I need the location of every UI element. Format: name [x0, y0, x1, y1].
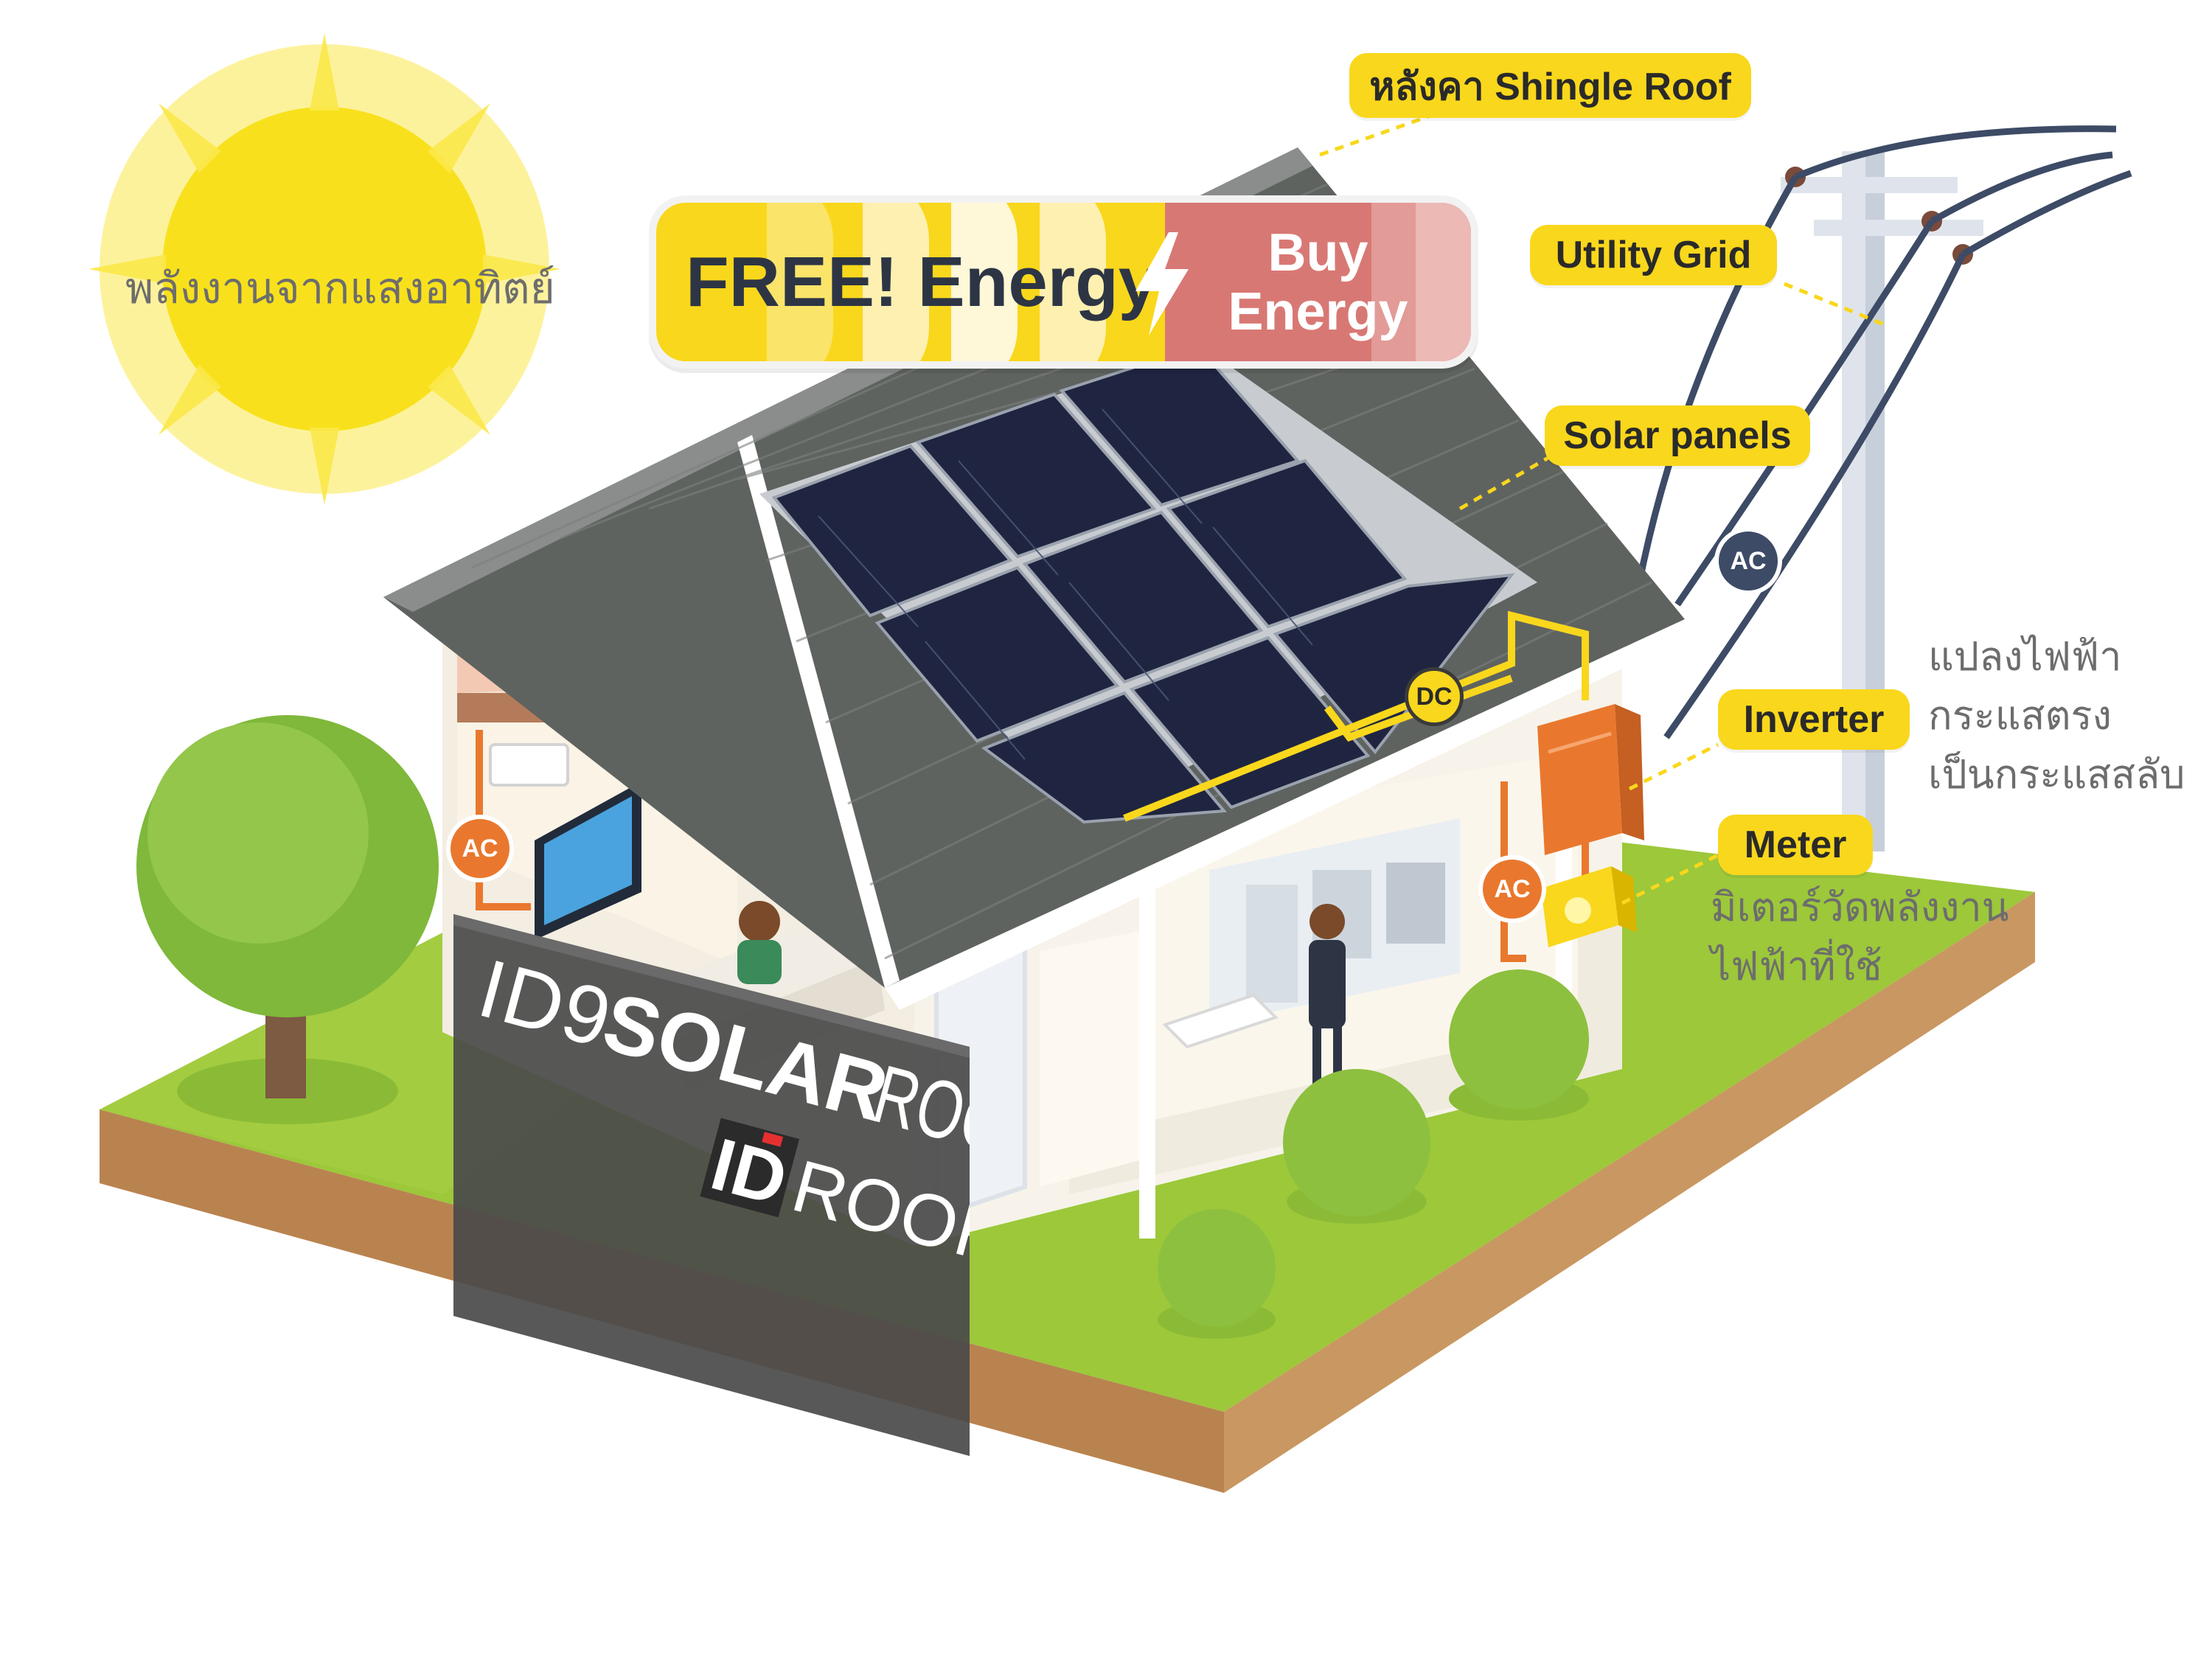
solar-panel-array — [759, 344, 1537, 824]
shrubs — [1158, 969, 1589, 1339]
free-energy-label: FREE! Energy — [686, 242, 1158, 321]
solar-panel — [874, 565, 1120, 743]
solar-panel — [1273, 573, 1515, 755]
buy-energy-label: Buy Energy — [1165, 203, 1471, 361]
ac-badge-kitchen: AC — [1478, 855, 1546, 923]
solar-panel — [1129, 635, 1371, 809]
inverter-note-line: เป็นกระแสสลับ — [1928, 751, 2185, 798]
leader-lines — [1319, 108, 1885, 905]
solar-panel — [915, 392, 1157, 559]
ac-badge-grid: AC — [1714, 527, 1782, 595]
brand-signboard: ID9 SOLAR ROOF ID ROOF — [453, 914, 970, 1456]
meter-box — [1541, 866, 1637, 947]
buy-energy-section: Buy Energy — [1165, 203, 1471, 361]
banner-stripe — [1416, 203, 1471, 361]
banner-stripe — [1040, 203, 1106, 361]
inverter-box — [1537, 704, 1644, 855]
inverter-label: Inverter — [1718, 689, 1910, 750]
free-energy-section: FREE! Energy — [656, 203, 1172, 361]
solar-panel — [981, 691, 1228, 824]
banner-stripe — [664, 203, 730, 361]
banner-stripe — [767, 203, 833, 361]
shingle-roof-label: หลังคา Shingle Roof — [1349, 53, 1751, 118]
banner-stripe — [951, 203, 1018, 361]
meter-note-line: มิเตอร์วัดพลังงาน — [1711, 884, 2009, 930]
solar-panel — [1166, 459, 1408, 629]
sun-icon — [88, 33, 560, 505]
solar-panels-label: Solar panels — [1545, 405, 1810, 466]
ac-badge-living-room: AC — [446, 815, 514, 882]
solar-panel — [771, 444, 1013, 618]
sun-caption: พลังงานจากแสงอาทิตย์ — [125, 263, 555, 313]
banner-stripe — [863, 203, 929, 361]
dc-badge: DC — [1405, 667, 1464, 726]
utility-grid-label: Utility Grid — [1530, 225, 1777, 285]
tree — [136, 715, 439, 1124]
energy-banner: FREE! Energy Buy Energy — [649, 195, 1478, 369]
solar-panel — [1022, 510, 1264, 684]
inverter-note-line: กระแสตรง — [1928, 692, 2112, 739]
buy-energy-line-1: Buy — [1267, 223, 1368, 282]
lightning-bolt-icon — [1135, 232, 1189, 335]
meter-label: Meter — [1718, 815, 1873, 875]
buy-energy-line-2: Energy — [1228, 282, 1408, 341]
meter-note-line: ไฟฟ้าที่ใช้ — [1711, 943, 1882, 989]
inverter-note-line: แปลงไฟฟ้า — [1928, 633, 2122, 680]
